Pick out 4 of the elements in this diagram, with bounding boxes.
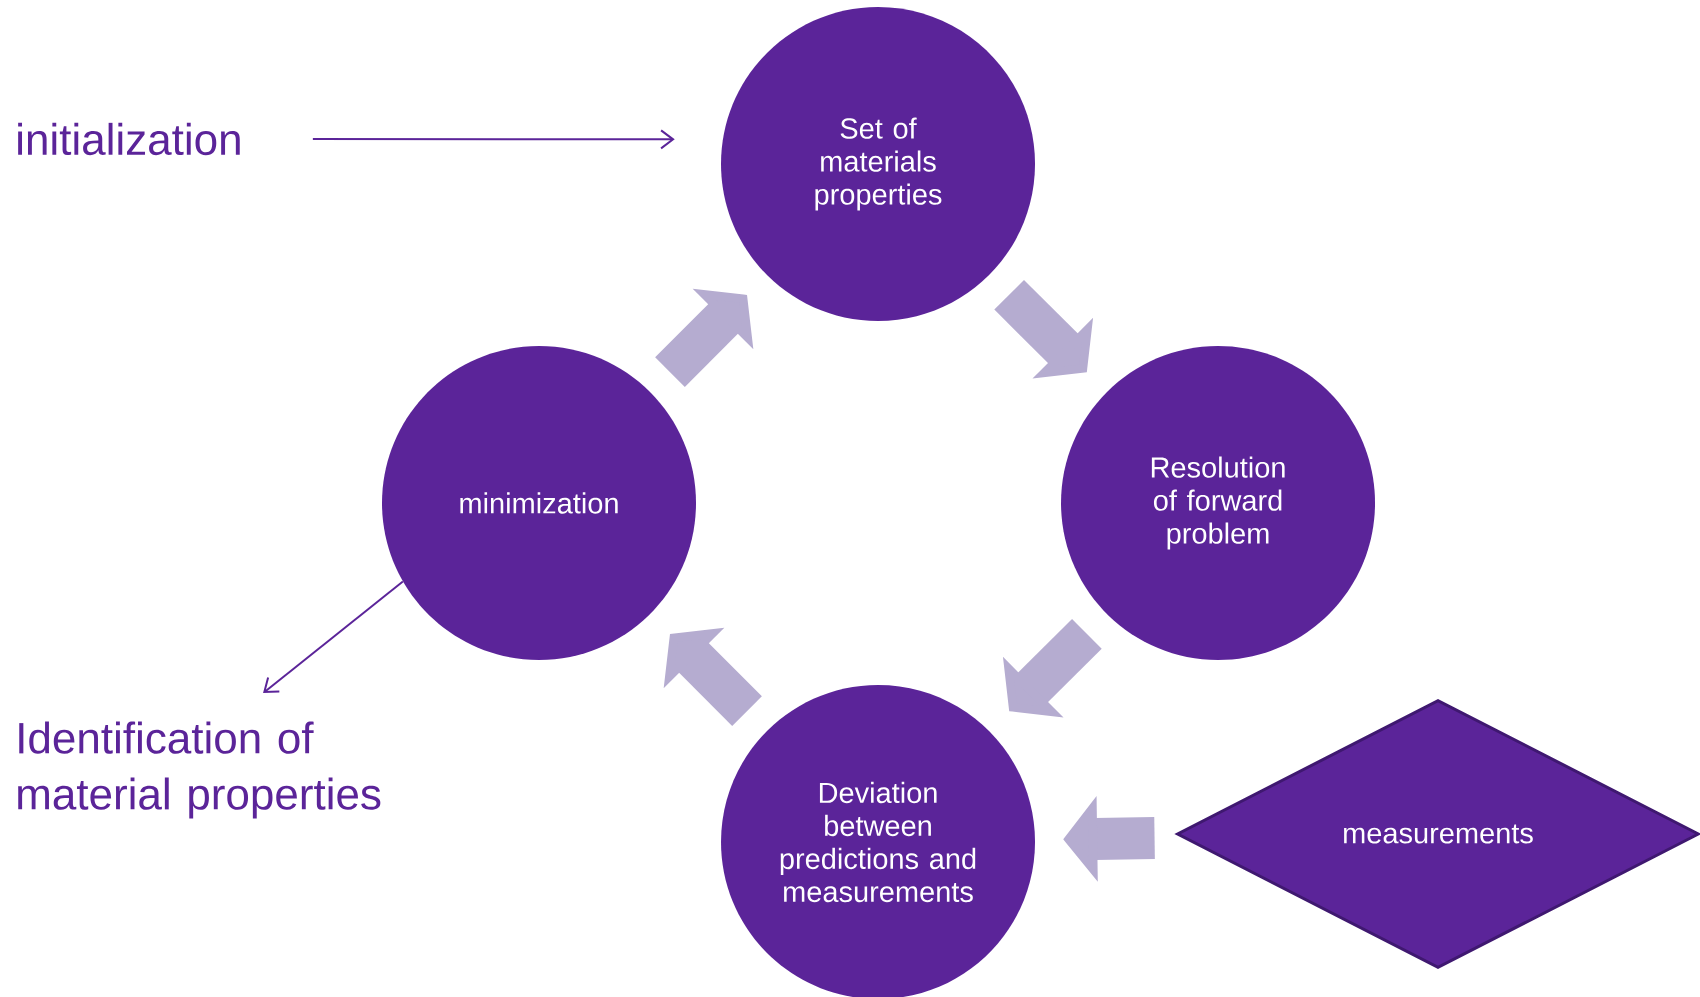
arrow <box>263 580 404 694</box>
label-text: initialization <box>18 122 240 156</box>
arrow <box>311 129 675 150</box>
label-text: Identification of material properties <box>18 721 381 819</box>
